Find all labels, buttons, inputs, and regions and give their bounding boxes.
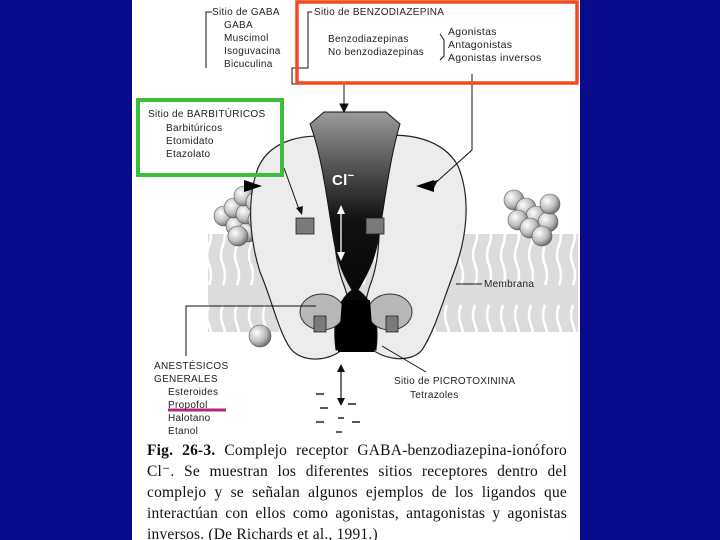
- anesthetics-ligands-list: Esteroides Propofol Halotano Etanol: [168, 386, 218, 438]
- steroid-site-left: [314, 316, 326, 332]
- gaba-ligand: Isoguvacina: [224, 45, 281, 58]
- bzd-action: Agonistas inversos: [448, 52, 542, 65]
- gaba-ligand: GABA: [224, 19, 281, 32]
- picrotoxinin-site-title: Sitio de PICROTOXININA: [394, 375, 515, 388]
- barb-ligand: Etomidato: [166, 135, 222, 148]
- gaba-site-title: Sitio de GABA: [212, 6, 280, 19]
- benzodiazepine-ligands-list: Benzodiazepinas No benzodiazepinas: [328, 33, 424, 59]
- barb-ligand: Barbitúricos: [166, 122, 222, 135]
- anesthetics-title-line: GENERALES: [154, 373, 228, 386]
- anesthetic-ligand: Propofol: [168, 399, 218, 412]
- barbiturate-ligands-list: Barbitúricos Etomidato Etazolato: [166, 122, 222, 161]
- barbiturate-site-title: Sitio de BARBITÚRICOS: [148, 108, 265, 121]
- bzd-ligand: Benzodiazepinas: [328, 33, 424, 46]
- membrane-label: Membrana: [484, 278, 534, 291]
- chloride-symbol: Cl: [332, 172, 348, 189]
- benzodiazepine-site-title: Sitio de BENZODIAZEPINA: [314, 6, 444, 19]
- anesthetics-title-line: ANESTÉSICOS: [154, 360, 228, 373]
- gaba-ligand: Muscimol: [224, 32, 281, 45]
- gaba-ligands-list: GABA Muscimol Isoguvacina Bicuculina: [224, 19, 281, 71]
- anesthetic-ligand: Halotano: [168, 412, 218, 425]
- steroid-site-right: [386, 316, 398, 332]
- anesthetics-site-title: ANESTÉSICOS GENERALES: [154, 360, 228, 386]
- gaba-ligand: Bicuculina: [224, 58, 281, 71]
- barb-ligand: Etazolato: [166, 148, 222, 161]
- barbiturate-site-left: [296, 218, 314, 234]
- bzd-action: Antagonistas: [448, 39, 542, 52]
- anesthetic-ligand: Etanol: [168, 425, 218, 438]
- figure-caption: Fig. 26-3. Complejo receptor GABA-benzod…: [147, 440, 567, 540]
- benzodiazepine-actions-list: Agonistas Antagonistas Agonistas inverso…: [448, 26, 542, 65]
- chloride-ion-label: Cl−: [332, 170, 354, 187]
- barbiturate-site-right: [366, 218, 384, 234]
- chloride-charge: −: [348, 170, 355, 182]
- anesthetic-ligand: Esteroides: [168, 386, 218, 399]
- bzd-ligand: No benzodiazepinas: [328, 46, 424, 59]
- slide: Sitio de GABA GABA Muscimol Isoguvacina …: [132, 0, 580, 540]
- figure-label: Fig. 26-3.: [147, 442, 215, 459]
- bzd-action: Agonistas: [448, 26, 542, 39]
- picrotoxinin-ligand: Tetrazoles: [410, 389, 459, 402]
